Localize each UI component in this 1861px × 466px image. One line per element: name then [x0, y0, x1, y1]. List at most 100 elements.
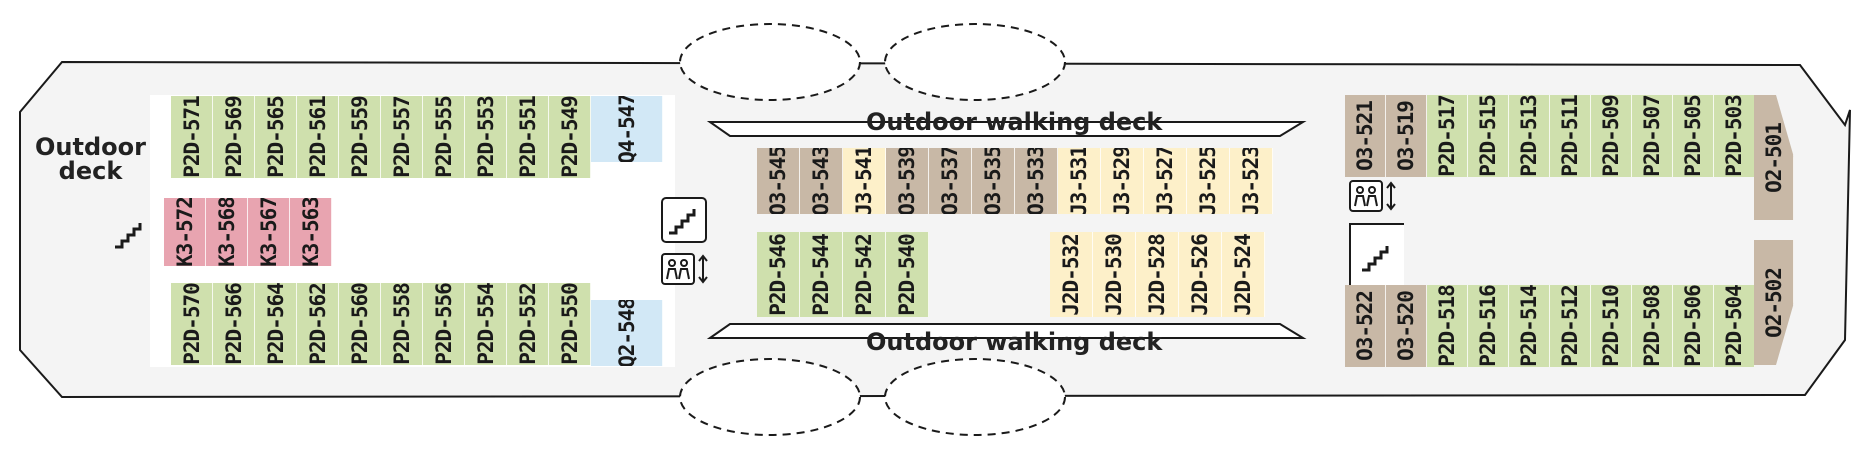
cabin-p2d-557[interactable]: P2D-557 — [381, 96, 423, 178]
cabin-label: P2D-562 — [305, 283, 330, 365]
cabin-o3-545[interactable]: O3-545 — [757, 148, 800, 214]
cabin-p2d-556[interactable]: P2D-556 — [423, 283, 465, 365]
cabin-j3-527[interactable]: J3-527 — [1144, 148, 1187, 214]
cabin-j2d-528[interactable]: J2D-528 — [1136, 232, 1179, 317]
cabin-o3-521[interactable]: O3-521 — [1345, 95, 1386, 177]
cabin-p2d-517[interactable]: P2D-517 — [1427, 95, 1468, 177]
cabin-label: J3-525 — [1196, 148, 1221, 214]
cabin-p2d-503[interactable]: P2D-503 — [1714, 95, 1755, 177]
cabin-label: J2D-530 — [1102, 233, 1127, 316]
cabin-p2d-505[interactable]: P2D-505 — [1673, 95, 1714, 177]
cabin-p2d-512[interactable]: P2D-512 — [1550, 285, 1591, 367]
cabin-j2d-526[interactable]: J2D-526 — [1179, 232, 1222, 317]
cabin-label: K3-568 — [214, 198, 239, 266]
cabin-p2d-515[interactable]: P2D-515 — [1468, 95, 1509, 177]
cabin-label: J3-527 — [1153, 148, 1178, 214]
cabin-label: P2D-514 — [1517, 285, 1542, 367]
cabin-p2d-561[interactable]: P2D-561 — [297, 96, 339, 178]
cabin-j3-525[interactable]: J3-525 — [1187, 148, 1230, 214]
cabin-p2d-518[interactable]: P2D-518 — [1427, 285, 1468, 367]
cabin-label: P2D-512 — [1558, 285, 1583, 367]
cabin-p2d-513[interactable]: P2D-513 — [1509, 95, 1550, 177]
cabin-o3-520[interactable]: O3-520 — [1386, 285, 1427, 367]
cabin-p2d-504[interactable]: P2D-504 — [1714, 285, 1755, 367]
cabin-j3-531[interactable]: J3-531 — [1058, 148, 1101, 214]
cabin-label: J2D-528 — [1145, 233, 1170, 316]
cabin-label: P2D-554 — [473, 283, 498, 365]
cabin-label: J3-541 — [852, 148, 877, 214]
cabin-p2d-554[interactable]: P2D-554 — [465, 283, 507, 365]
cabin-p2d-559[interactable]: P2D-559 — [339, 96, 381, 178]
cabin-label: K3-563 — [298, 198, 323, 266]
cabin-o3-539[interactable]: O3-539 — [886, 148, 929, 214]
cabin-label: P2D-551 — [515, 96, 540, 178]
cabin-label: P2D-570 — [179, 283, 204, 365]
cabin-p2d-549[interactable]: P2D-549 — [549, 96, 591, 178]
cabin-j3-541[interactable]: J3-541 — [843, 148, 886, 214]
cabin-p2d-566[interactable]: P2D-566 — [213, 283, 255, 365]
cabin-label: P2D-544 — [809, 233, 834, 316]
cabin-p2d-542[interactable]: P2D-542 — [843, 232, 886, 317]
cabin-o3-522[interactable]: O3-522 — [1345, 285, 1386, 367]
cabin-p2d-555[interactable]: P2D-555 — [423, 96, 465, 178]
cabin-j3-529[interactable]: J3-529 — [1101, 148, 1144, 214]
cabin-p2d-506[interactable]: P2D-506 — [1673, 285, 1714, 367]
cabin-label: P2D-553 — [473, 96, 498, 178]
cabin-j2d-532[interactable]: J2D-532 — [1050, 232, 1093, 317]
cabin-label: P2D-516 — [1476, 285, 1501, 367]
cabin-p2d-551[interactable]: P2D-551 — [507, 96, 549, 178]
cabin-p2d-565[interactable]: P2D-565 — [255, 96, 297, 178]
cabin-j2d-524[interactable]: J2D-524 — [1222, 232, 1265, 317]
cabin-q2-548[interactable]: Q2-548 — [591, 300, 663, 366]
cabin-p2d-507[interactable]: P2D-507 — [1632, 95, 1673, 177]
cabin-p2d-544[interactable]: P2D-544 — [800, 232, 843, 317]
cabin-label: O2-501 — [1761, 122, 1786, 193]
cabin-p2d-560[interactable]: P2D-560 — [339, 283, 381, 365]
cabin-o3-543[interactable]: O3-543 — [800, 148, 843, 214]
cabin-p2d-510[interactable]: P2D-510 — [1591, 285, 1632, 367]
stairs-icon — [661, 197, 707, 248]
cabin-p2d-553[interactable]: P2D-553 — [465, 96, 507, 178]
cabin-label: P2D-558 — [389, 283, 414, 365]
cabin-p2d-571[interactable]: P2D-571 — [171, 96, 213, 178]
cabin-k3-568[interactable]: K3-568 — [206, 198, 248, 266]
cabin-p2d-508[interactable]: P2D-508 — [1632, 285, 1673, 367]
cabin-label: J2D-524 — [1231, 233, 1256, 316]
cabin-k3-567[interactable]: K3-567 — [248, 198, 290, 266]
cabin-p2d-550[interactable]: P2D-550 — [549, 283, 591, 365]
cabin-label: O2-502 — [1761, 267, 1786, 338]
cabin-label: P2D-513 — [1517, 95, 1542, 177]
cabin-p2d-546[interactable]: P2D-546 — [757, 232, 800, 317]
cabin-p2d-514[interactable]: P2D-514 — [1509, 285, 1550, 367]
cabin-q4-547[interactable]: Q4-547 — [591, 96, 663, 162]
cabin-p2d-509[interactable]: P2D-509 — [1591, 95, 1632, 177]
cabin-o3-533[interactable]: O3-533 — [1015, 148, 1058, 214]
cabin-p2d-569[interactable]: P2D-569 — [213, 96, 255, 178]
cabin-p2d-564[interactable]: P2D-564 — [255, 283, 297, 365]
cabin-label: P2D-510 — [1599, 285, 1624, 367]
walking-deck-bottom-label: Outdoor walking deck — [866, 328, 1163, 356]
cabin-label: P2D-549 — [557, 96, 582, 178]
cabin-label: P2D-503 — [1722, 95, 1747, 177]
cabin-p2d-511[interactable]: P2D-511 — [1550, 95, 1591, 177]
cabin-label: J3-531 — [1067, 148, 1092, 214]
cabin-k3-563[interactable]: K3-563 — [290, 198, 332, 266]
cabin-p2d-570[interactable]: P2D-570 — [171, 283, 213, 365]
outdoor-deck-label: Outdoor deck — [35, 133, 146, 185]
walking-deck-top-area — [706, 121, 1307, 137]
cabin-j3-523[interactable]: J3-523 — [1230, 148, 1273, 214]
walking-deck-top-label: Outdoor walking deck — [866, 108, 1163, 136]
cabin-p2d-552[interactable]: P2D-552 — [507, 283, 549, 365]
cabin-p2d-558[interactable]: P2D-558 — [381, 283, 423, 365]
cabin-o3-535[interactable]: O3-535 — [972, 148, 1015, 214]
cabin-label: O3-545 — [766, 148, 791, 214]
cabin-p2d-540[interactable]: P2D-540 — [886, 232, 929, 317]
cabin-label: P2D-508 — [1640, 285, 1665, 367]
cabin-k3-572[interactable]: K3-572 — [164, 198, 206, 266]
cabin-label: P2D-566 — [221, 283, 246, 365]
cabin-o3-519[interactable]: O3-519 — [1386, 95, 1427, 177]
cabin-j2d-530[interactable]: J2D-530 — [1093, 232, 1136, 317]
cabin-p2d-516[interactable]: P2D-516 — [1468, 285, 1509, 367]
cabin-p2d-562[interactable]: P2D-562 — [297, 283, 339, 365]
cabin-o3-537[interactable]: O3-537 — [929, 148, 972, 214]
